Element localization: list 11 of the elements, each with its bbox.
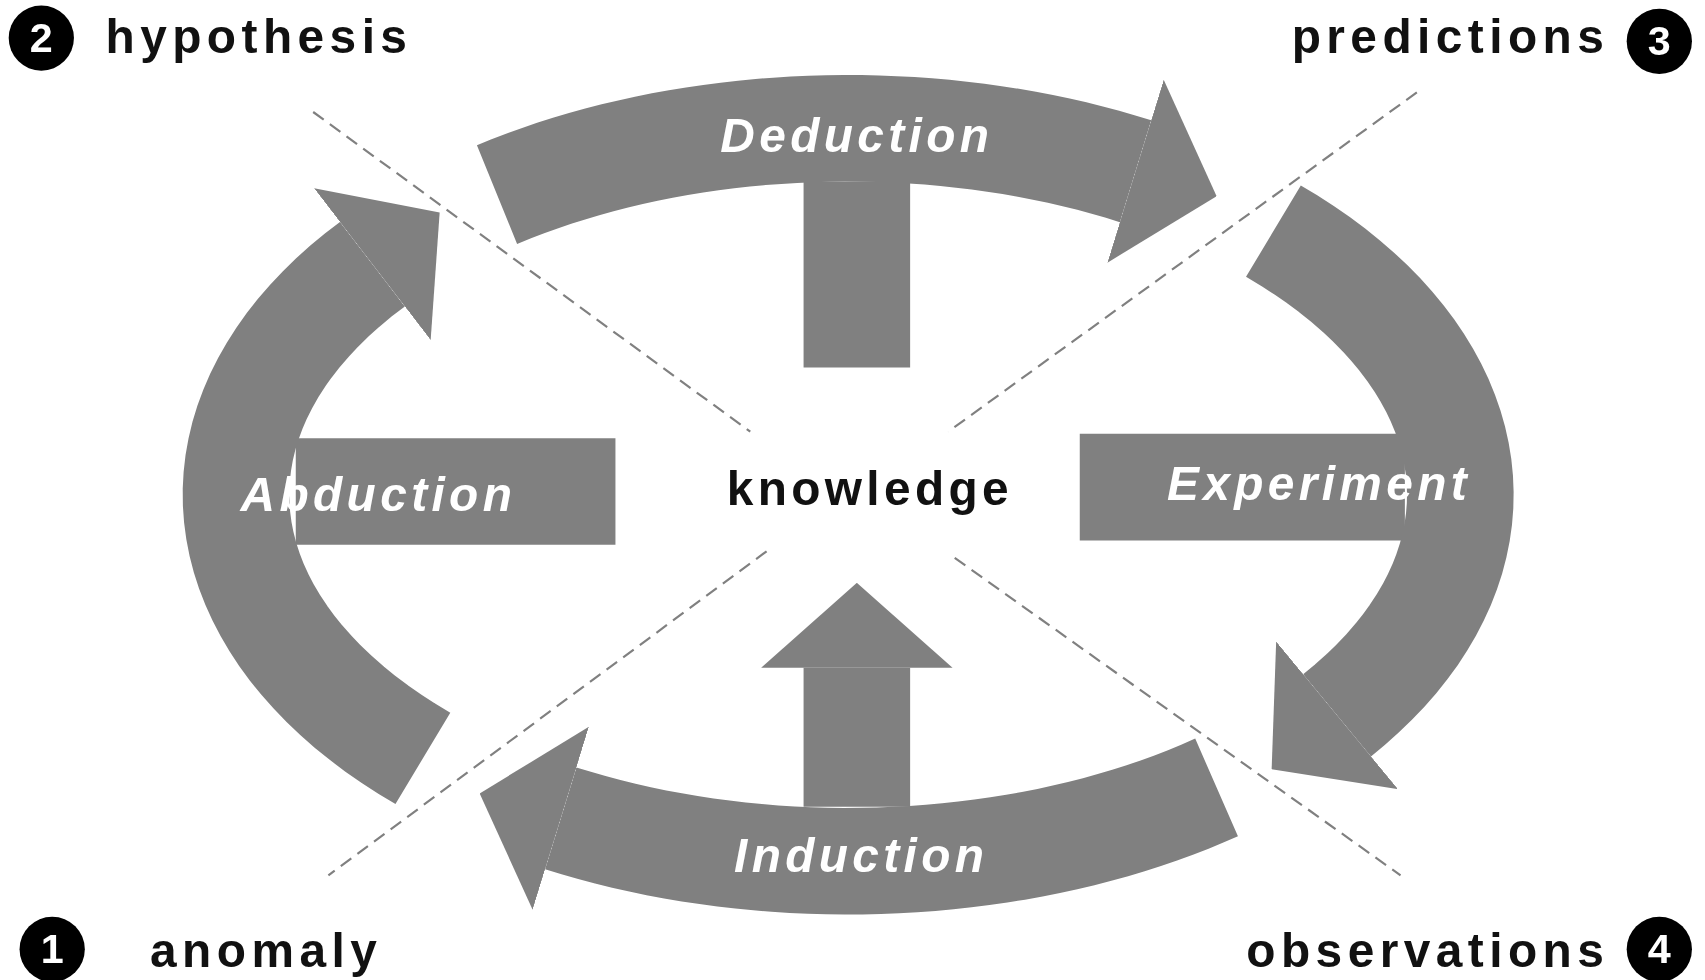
- process-label: Deduction: [720, 112, 994, 160]
- step-number: 3: [1626, 8, 1692, 74]
- step-label: observations: [1246, 926, 1610, 975]
- process-label: Induction: [734, 831, 989, 880]
- step-label: hypothesis: [105, 13, 413, 61]
- step-label: anomaly: [150, 926, 383, 975]
- step-number: 1: [19, 916, 85, 980]
- step-number: 4: [1626, 916, 1692, 980]
- center-label: knowledge: [726, 464, 1014, 513]
- step-number: 2: [8, 5, 74, 71]
- step-label: predictions: [1291, 13, 1610, 61]
